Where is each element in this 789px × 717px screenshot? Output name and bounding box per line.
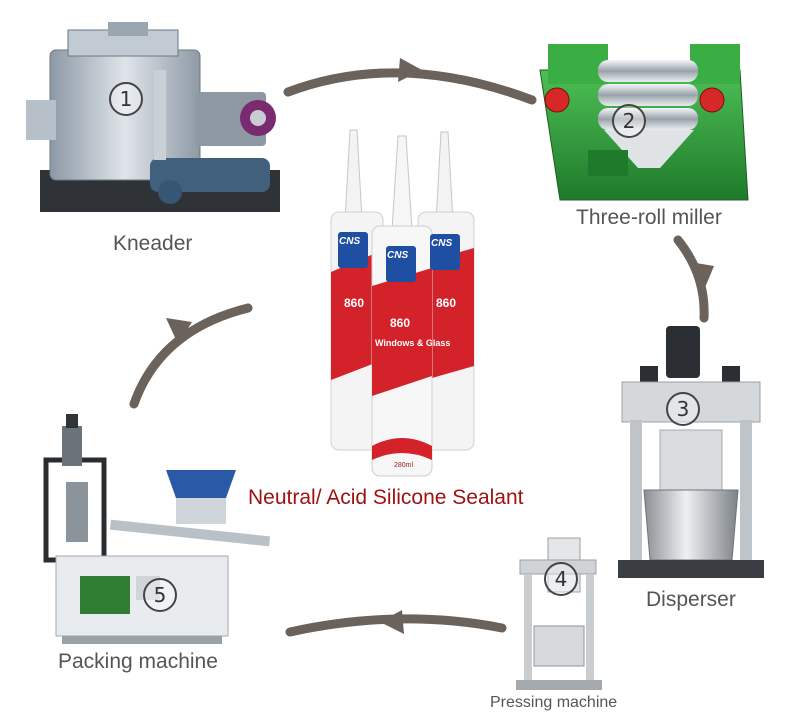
sealant-tubes bbox=[330, 129, 475, 477]
arrow-pressing-to-packing bbox=[285, 610, 507, 637]
packing-machine bbox=[43, 414, 271, 644]
tube-model-front: 860 bbox=[390, 316, 411, 330]
tube-model-left: 860 bbox=[344, 296, 365, 310]
step-label-packing-machine: Packing machine bbox=[58, 650, 218, 673]
step-label-kneader: Kneader bbox=[113, 232, 193, 255]
cns-logo-front bbox=[386, 246, 416, 282]
sealant-tube-left bbox=[330, 129, 384, 451]
product-title: Neutral/ Acid Silicone Sealant bbox=[248, 486, 524, 509]
arrow-packing-to-kneader bbox=[129, 303, 253, 409]
step-label-three-roll-miller: Three-roll miller bbox=[576, 206, 722, 229]
step-number-3: 3 bbox=[666, 392, 700, 426]
step-number-4: 4 bbox=[544, 562, 578, 596]
cns-logo-right bbox=[430, 234, 460, 270]
step-number-1: 1 bbox=[109, 82, 143, 116]
tube-line-front: Windows & Glass bbox=[375, 338, 451, 348]
tube-model-right: 860 bbox=[436, 296, 457, 310]
pressing-machine bbox=[516, 537, 602, 690]
step-label-pressing-machine: Pressing machine bbox=[490, 694, 618, 711]
step-number-2: 2 bbox=[612, 104, 646, 138]
sealant-tube-front bbox=[371, 135, 433, 477]
three-roll-miller-machine bbox=[539, 44, 749, 201]
cns-logo-left bbox=[338, 232, 368, 268]
arrow-miller-to-disperser bbox=[673, 235, 714, 323]
step-label-disperser: Disperser bbox=[646, 588, 736, 611]
tube-brand-front: CNS bbox=[387, 250, 409, 261]
step-number-5: 5 bbox=[143, 578, 177, 612]
tube-brand-left: CNS bbox=[339, 236, 361, 247]
disperser-machine bbox=[618, 326, 764, 578]
arrow-kneader-to-miller bbox=[283, 58, 537, 105]
kneader-machine bbox=[26, 22, 280, 212]
tube-brand-right: CNS bbox=[431, 238, 453, 249]
tube-volume-front: 280ml bbox=[394, 462, 414, 469]
